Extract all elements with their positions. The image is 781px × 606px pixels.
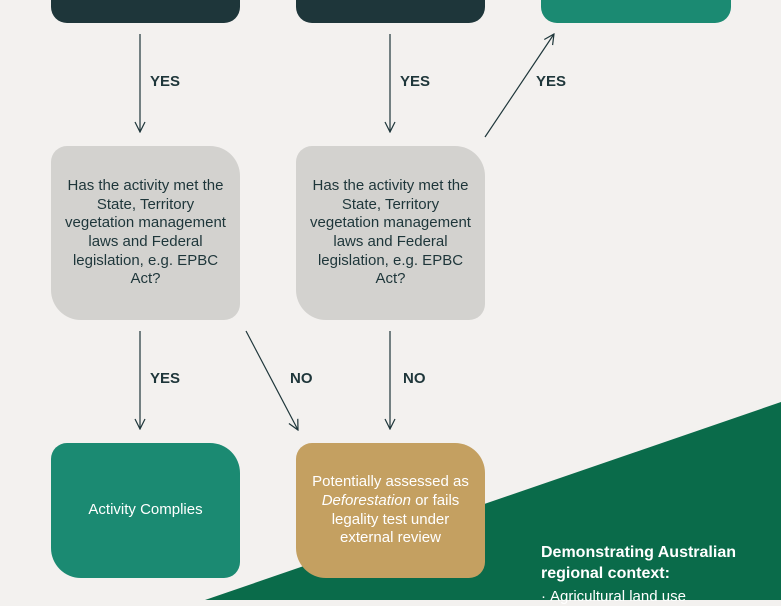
deforestation-emphasis: Deforestation [321,491,411,509]
yes-label-left-bottom: YES [150,370,181,387]
yes-label-diagonal: YES [536,73,567,90]
question-middle-text: Has the activity met the State, Territor… [310,177,471,288]
activity-complies-text: Activity Complies [88,501,203,519]
no-label-middle-bottom: NO [403,370,426,387]
bullet-icon: · [541,588,546,605]
yes-label-left-top: YES [150,73,181,90]
deforestation-review-text: Potentially assessed as Deforestation or… [312,473,469,547]
yes-label-middle-top: YES [400,73,431,90]
regional-context-title: Demonstrating Australian regional contex… [541,544,736,582]
question-box-left: Has the activity met the State, Territor… [51,146,240,320]
top-box-left [51,0,240,23]
context-list-item: ·Agricultural land use [541,588,781,606]
top-box-right [541,0,731,23]
top-box-middle [296,0,485,23]
deforestation-review-box: Potentially assessed as Deforestation or… [296,443,485,578]
question-left-text: Has the activity met the State, Territor… [65,177,226,288]
activity-complies-box: Activity Complies [51,443,240,578]
arrow-diagonal-up [484,34,554,138]
question-box-middle: Has the activity met the State, Territor… [296,146,485,320]
context-item-text: Agricultural land use [550,588,686,605]
arrow-diagonal-down [245,330,298,430]
no-label-diagonal: NO [290,370,313,387]
